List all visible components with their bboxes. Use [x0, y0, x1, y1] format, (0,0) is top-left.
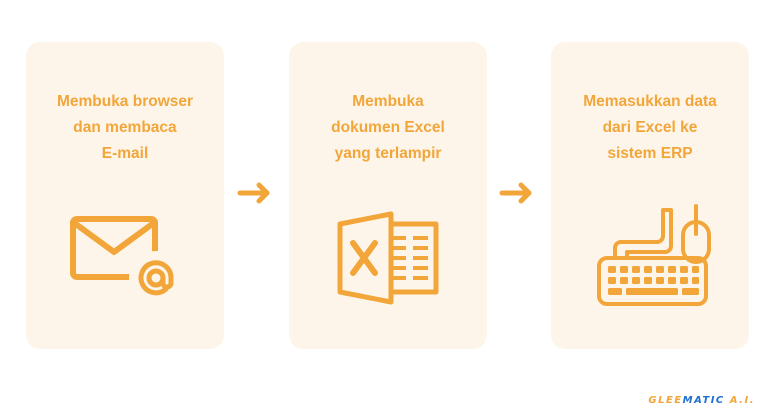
step-2-line-1: Membuka	[352, 93, 424, 110]
step-card-email: Membuka browser dan membaca E-mail	[26, 42, 224, 349]
step-card-excel: Membuka dokumen Excel yang terlampir	[289, 42, 487, 349]
step-3-line-3: sistem ERP	[607, 145, 693, 162]
step-1-line-3: E-mail	[101, 145, 149, 162]
email-at-icon	[70, 216, 183, 305]
step-2-text: Membuka dokumen Excel yang terlampir	[289, 89, 487, 167]
step-3-line-2: dari Excel ke	[602, 119, 698, 136]
arrow-right-icon	[237, 182, 270, 204]
arrow-right-icon	[499, 182, 532, 204]
step-1-text: Membuka browser dan membaca E-mail	[26, 89, 224, 167]
step-1-line-2: dan membaca	[73, 119, 177, 136]
step-3-text: Memasukkan data dari Excel ke sistem ERP	[551, 89, 749, 167]
gleematic-logo: GLEEMATIC A.I.	[648, 395, 755, 406]
logo-part-2: MATIC	[682, 395, 725, 406]
excel-icon	[337, 211, 439, 305]
step-3-line-1: Memasukkan data	[583, 93, 717, 110]
logo-part-3: A.I.	[724, 395, 755, 406]
logo-part-1: GLEE	[648, 395, 683, 406]
step-1-line-1: Membuka browser	[56, 93, 194, 110]
step-card-erp: Memasukkan data dari Excel ke sistem ERP	[551, 42, 749, 349]
step-2-line-3: yang terlampir	[334, 145, 442, 162]
step-2-line-2: dokumen Excel	[331, 119, 445, 136]
keyboard-mouse-icon	[597, 204, 711, 306]
